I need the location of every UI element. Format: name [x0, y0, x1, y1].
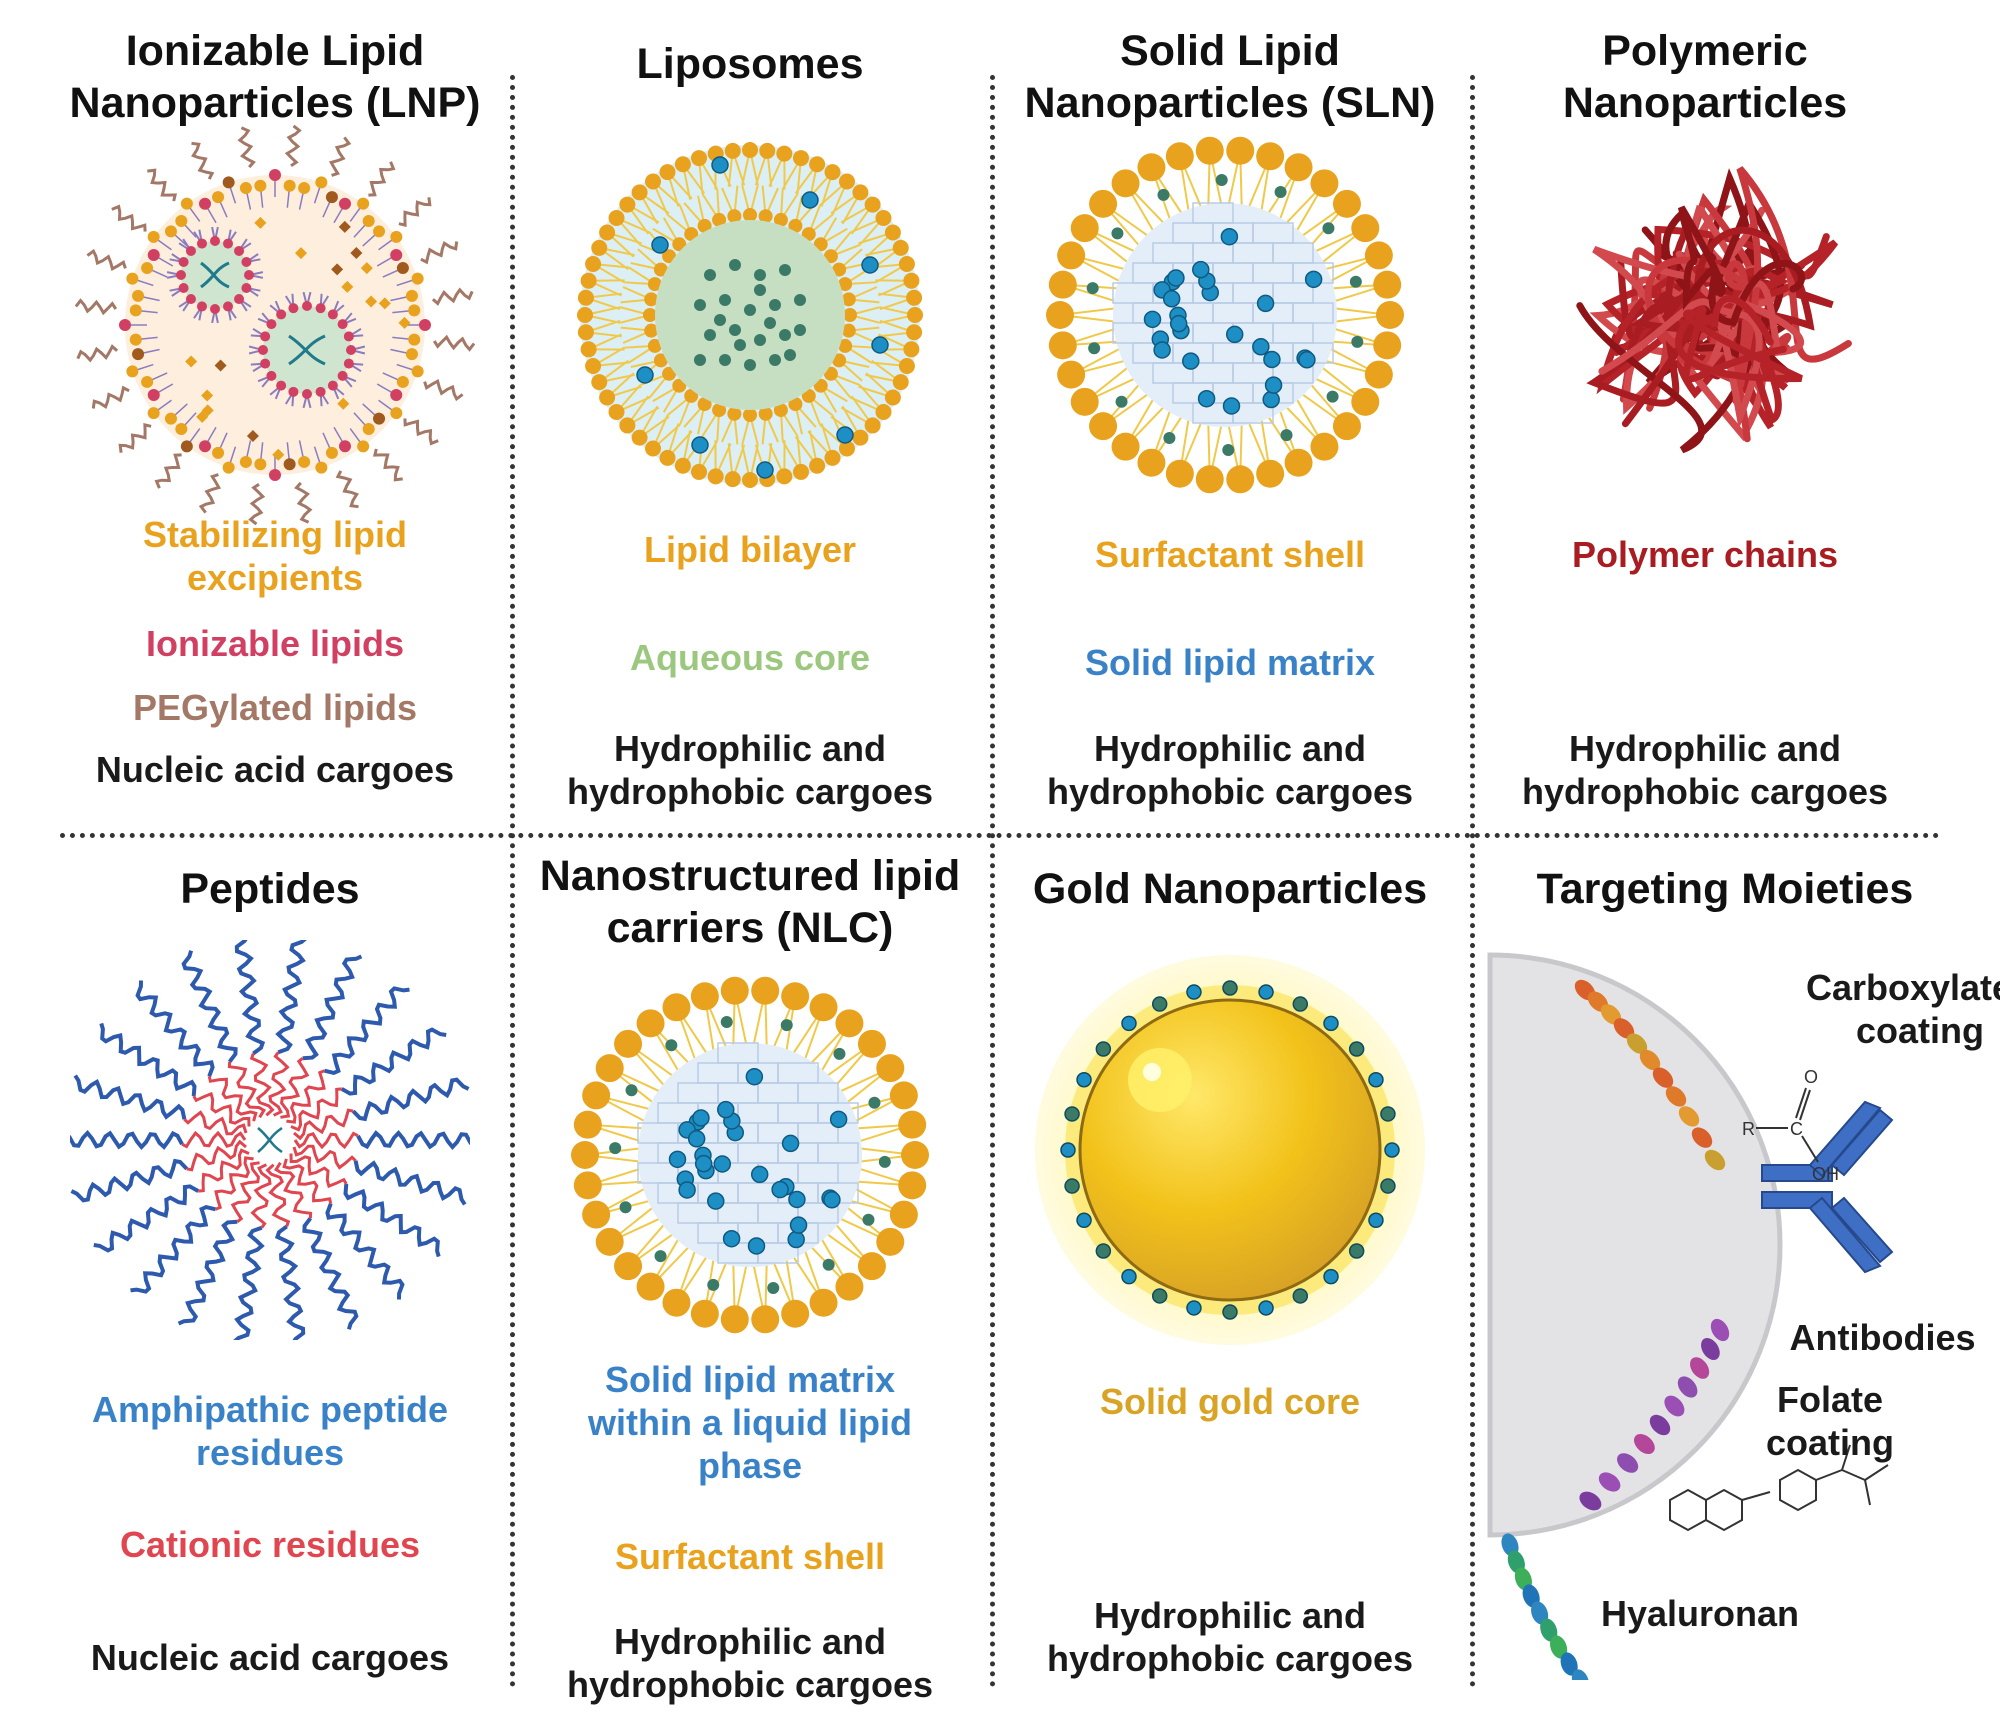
nlc-label-shell: Surfactant shell	[510, 1535, 990, 1578]
polymeric-title: Polymeric Nanoparticles	[1470, 25, 1940, 129]
panel-targeting: Targeting Moieties R C O OH	[1470, 840, 2000, 1720]
liposomes-label-bilayer: Lipid bilayer	[510, 528, 990, 571]
liposome-illustration	[560, 125, 940, 505]
liposomes-title: Liposomes	[510, 38, 990, 90]
gold-label-core: Solid gold core	[990, 1380, 1470, 1423]
lnp-illustration	[75, 125, 475, 525]
peptides-label-amphipathic: Amphipathic peptide residues	[30, 1388, 510, 1474]
nlc-title: Nanostructured lipid carriers (NLC)	[510, 850, 990, 954]
lnp-title: Ionizable Lipid Nanoparticles (LNP)	[30, 25, 520, 129]
lnp-label-stabilizing: Stabilizing lipid excipients	[30, 513, 520, 599]
gold-title: Gold Nanoparticles	[990, 863, 1470, 915]
chem-c: C	[1790, 1119, 1803, 1139]
lnp-label-ionizable: Ionizable lipids	[30, 622, 520, 665]
sln-title: Solid Lipid Nanoparticles (SLN)	[990, 25, 1470, 129]
lnp-label-cargo: Nucleic acid cargoes	[30, 748, 520, 791]
nlc-illustration	[560, 965, 940, 1345]
peptides-label-cargo: Nucleic acid cargoes	[30, 1636, 510, 1679]
panel-liposomes: Liposomes Lipid bilayer Aqueous core Hyd…	[510, 0, 990, 830]
peptides-title: Peptides	[30, 863, 510, 915]
sln-label-cargo: Hydrophilic and hydrophobic cargoes	[990, 727, 1470, 813]
chem-oh: OH	[1812, 1164, 1839, 1184]
targeting-title: Targeting Moieties	[1490, 863, 1960, 915]
sln-label-matrix: Solid lipid matrix	[990, 641, 1470, 684]
panel-gold: Gold Nanoparticles Solid gold core Hydro…	[990, 840, 1470, 1720]
panel-lnp: Ionizable Lipid Nanoparticles (LNP) Stab…	[30, 0, 520, 830]
panel-peptides: Peptides Amphipathic peptide residues Ca…	[30, 840, 510, 1720]
panel-polymeric: Polymeric Nanoparticles Polymer chains H…	[1470, 0, 1940, 830]
tm-label-hyaluronan: Hyaluronan	[1580, 1592, 1820, 1635]
panel-nlc: Nanostructured lipid carriers (NLC) Soli…	[510, 840, 990, 1720]
liposomes-label-core: Aqueous core	[510, 636, 990, 679]
nlc-label-cargo: Hydrophilic and hydrophobic cargoes	[510, 1620, 990, 1706]
peptides-label-cationic: Cationic residues	[30, 1523, 510, 1566]
lnp-label-pegylated: PEGylated lipids	[30, 686, 520, 729]
tm-label-antibodies: Antibodies	[1775, 1316, 1990, 1359]
liposomes-label-cargo: Hydrophilic and hydrophobic cargoes	[510, 727, 990, 813]
chem-r: R	[1742, 1119, 1755, 1139]
panel-sln: Solid Lipid Nanoparticles (SLN) Surfacta…	[990, 0, 1470, 830]
sln-illustration	[1035, 125, 1415, 505]
tm-label-carboxylated: Carboxylated coating	[1800, 966, 2000, 1052]
polymeric-label-cargo: Hydrophilic and hydrophobic cargoes	[1470, 727, 1940, 813]
sln-label-shell: Surfactant shell	[990, 533, 1470, 576]
nlc-label-matrix: Solid lipid matrix within a liquid lipid…	[510, 1358, 990, 1487]
gold-label-cargo: Hydrophilic and hydrophobic cargoes	[990, 1594, 1470, 1680]
chem-o: O	[1804, 1067, 1818, 1087]
polymer-illustration	[1530, 130, 1890, 490]
polymeric-label-chains: Polymer chains	[1470, 533, 1940, 576]
gold-illustration	[1030, 950, 1430, 1350]
peptide-illustration	[70, 940, 470, 1340]
tm-label-folate: Folate coating	[1730, 1378, 1930, 1464]
separator-horizontal	[60, 833, 1940, 838]
